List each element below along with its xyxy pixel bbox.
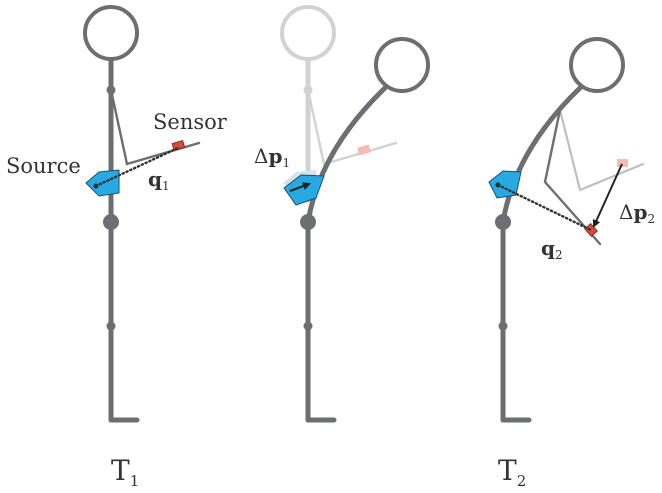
upper-arm-t2 — [543, 108, 562, 184]
q1-label: q1 — [148, 167, 170, 193]
dp1-sub: 1 — [282, 156, 290, 170]
dp2-sub: 2 — [647, 212, 655, 226]
source-mid — [283, 174, 325, 206]
dp2-label: Δp2 — [619, 200, 655, 226]
dp1-label: Δp1 — [254, 144, 290, 170]
t1-sub: 1 — [130, 472, 140, 490]
source-label: Source — [6, 154, 81, 178]
t1-main: T — [111, 454, 130, 487]
q2-label: q2 — [541, 236, 563, 262]
sensor-t1 — [171, 140, 186, 151]
sensor-faded-t2 — [617, 159, 628, 167]
hip-joint-t2 — [495, 214, 511, 230]
sensor-faded-mid — [357, 144, 371, 156]
knee-joint-mid — [303, 321, 313, 331]
head-t2 — [569, 37, 625, 93]
q2-vector-line — [496, 183, 593, 232]
head-faded — [280, 5, 336, 61]
forearm-t1 — [125, 141, 201, 166]
q1-sub: 1 — [162, 179, 170, 193]
upper-arm-faded-t2 — [558, 108, 582, 192]
knee-joint-t1 — [106, 321, 116, 331]
forearm-faded-t2 — [578, 162, 645, 192]
time-label-t2: T2 — [498, 454, 526, 490]
head-t1 — [83, 5, 139, 61]
dp1-delta: Δ — [254, 144, 268, 168]
figure-t1 — [83, 5, 201, 423]
dp1-main: p — [268, 144, 282, 168]
t2-main: T — [498, 454, 517, 487]
hip-joint-mid — [300, 214, 316, 230]
figure-middle — [280, 5, 430, 423]
head-mid — [374, 37, 430, 93]
hip-joint-t1 — [103, 214, 119, 230]
t2-sub: 2 — [517, 472, 527, 490]
sensor-t2 — [584, 223, 598, 237]
q2-main: q — [541, 236, 555, 260]
time-label-t1: T1 — [111, 454, 139, 490]
dp2-main: p — [633, 200, 647, 224]
q1-main: q — [148, 167, 162, 191]
q1-vector-line — [94, 146, 180, 188]
dp2-delta: Δ — [619, 200, 633, 224]
knee-joint-t2 — [498, 321, 508, 331]
dp2-arrow — [592, 163, 623, 228]
q2-sub: 2 — [555, 248, 563, 262]
source-t1 — [85, 169, 120, 197]
spine-curved-mid — [305, 84, 389, 225]
sensor-label: Sensor — [153, 110, 228, 134]
upper-arm-t1 — [109, 88, 129, 166]
figure-t2 — [488, 37, 645, 423]
upper-arm-faded — [306, 88, 326, 166]
dp1-arrow — [289, 182, 311, 192]
spine-curved-t2 — [500, 84, 584, 225]
